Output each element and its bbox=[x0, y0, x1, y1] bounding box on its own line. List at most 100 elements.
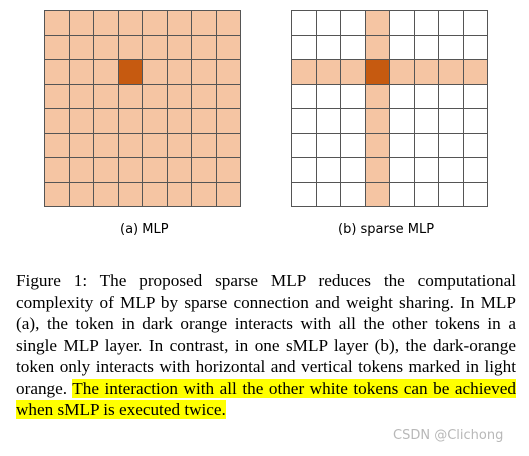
token-white bbox=[341, 35, 366, 60]
token-light bbox=[216, 133, 241, 158]
token-light bbox=[192, 60, 217, 85]
token-light bbox=[118, 109, 143, 134]
figure-caption: Figure 1: The proposed sparse MLP reduce… bbox=[16, 270, 516, 421]
token-white bbox=[463, 109, 488, 134]
token-light bbox=[69, 60, 94, 85]
token-light bbox=[69, 182, 94, 207]
token-light bbox=[365, 158, 390, 183]
token-light bbox=[118, 11, 143, 36]
token-white bbox=[463, 84, 488, 109]
token-light bbox=[143, 182, 168, 207]
token-light bbox=[365, 84, 390, 109]
token-light bbox=[365, 35, 390, 60]
token-light bbox=[390, 60, 415, 85]
token-light bbox=[192, 11, 217, 36]
token-light bbox=[45, 182, 70, 207]
token-white bbox=[463, 11, 488, 36]
token-light bbox=[143, 60, 168, 85]
token-white bbox=[414, 133, 439, 158]
grid-sparse-mlp bbox=[291, 10, 488, 207]
token-light bbox=[216, 11, 241, 36]
token-white bbox=[414, 182, 439, 207]
token-light bbox=[69, 158, 94, 183]
token-white bbox=[414, 11, 439, 36]
caption-body: The proposed sparse MLP reduces the comp… bbox=[16, 271, 516, 398]
token-light bbox=[167, 109, 192, 134]
token-white bbox=[414, 158, 439, 183]
token-light bbox=[143, 35, 168, 60]
token-light bbox=[94, 182, 119, 207]
token-light bbox=[167, 182, 192, 207]
token-white bbox=[390, 133, 415, 158]
token-light bbox=[45, 60, 70, 85]
caption-highlighted: The interaction with all the other white… bbox=[16, 378, 516, 419]
token-white bbox=[316, 182, 341, 207]
token-white bbox=[390, 84, 415, 109]
token-white bbox=[292, 11, 317, 36]
token-light bbox=[463, 60, 488, 85]
token-white bbox=[341, 109, 366, 134]
token-light bbox=[192, 182, 217, 207]
token-white bbox=[341, 182, 366, 207]
token-light bbox=[192, 109, 217, 134]
token-white bbox=[414, 35, 439, 60]
token-white bbox=[439, 133, 464, 158]
token-white bbox=[292, 109, 317, 134]
token-white bbox=[292, 158, 317, 183]
token-light bbox=[192, 158, 217, 183]
token-light bbox=[143, 84, 168, 109]
token-white bbox=[463, 158, 488, 183]
token-white bbox=[439, 158, 464, 183]
token-white bbox=[463, 182, 488, 207]
token-white bbox=[390, 35, 415, 60]
token-light bbox=[216, 35, 241, 60]
token-light bbox=[192, 35, 217, 60]
token-light bbox=[45, 84, 70, 109]
token-light bbox=[118, 133, 143, 158]
token-light bbox=[69, 11, 94, 36]
token-light bbox=[94, 60, 119, 85]
token-light bbox=[45, 158, 70, 183]
token-light bbox=[167, 35, 192, 60]
token-white bbox=[292, 35, 317, 60]
token-light bbox=[365, 182, 390, 207]
token-white bbox=[292, 84, 317, 109]
token-light bbox=[143, 109, 168, 134]
token-light bbox=[292, 60, 317, 85]
token-white bbox=[439, 109, 464, 134]
token-light bbox=[94, 109, 119, 134]
token-white bbox=[463, 133, 488, 158]
token-white bbox=[463, 35, 488, 60]
token-light bbox=[143, 11, 168, 36]
subcaption-b: (b) sparse MLP bbox=[338, 222, 435, 237]
token-white bbox=[341, 133, 366, 158]
token-white bbox=[390, 182, 415, 207]
token-light bbox=[45, 133, 70, 158]
token-light bbox=[118, 182, 143, 207]
token-light bbox=[143, 158, 168, 183]
token-light bbox=[167, 133, 192, 158]
token-white bbox=[316, 84, 341, 109]
token-light bbox=[69, 109, 94, 134]
token-light bbox=[94, 84, 119, 109]
token-white bbox=[439, 84, 464, 109]
watermark: CSDN @Clichong bbox=[393, 428, 504, 443]
token-dark bbox=[365, 60, 390, 85]
token-light bbox=[216, 109, 241, 134]
token-light bbox=[216, 182, 241, 207]
token-light bbox=[118, 84, 143, 109]
token-white bbox=[390, 11, 415, 36]
token-light bbox=[45, 35, 70, 60]
token-light bbox=[69, 35, 94, 60]
token-light bbox=[118, 158, 143, 183]
token-light bbox=[118, 35, 143, 60]
token-white bbox=[414, 84, 439, 109]
token-light bbox=[365, 11, 390, 36]
token-light bbox=[439, 60, 464, 85]
token-light bbox=[45, 109, 70, 134]
token-light bbox=[69, 133, 94, 158]
token-white bbox=[292, 182, 317, 207]
token-white bbox=[316, 133, 341, 158]
token-light bbox=[69, 84, 94, 109]
token-white bbox=[439, 35, 464, 60]
